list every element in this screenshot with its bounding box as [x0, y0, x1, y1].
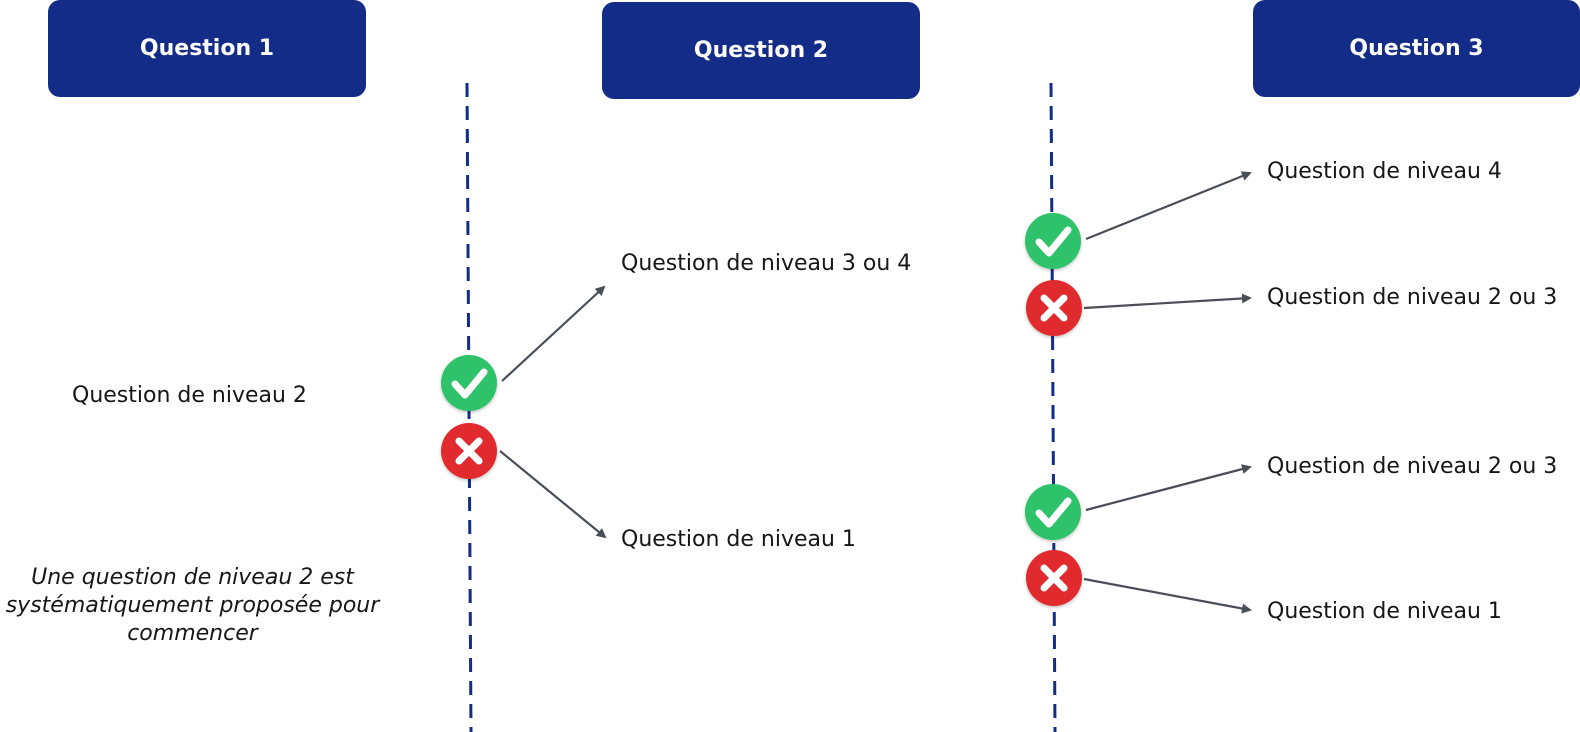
- arrow-q1-incorrect: [499, 450, 607, 539]
- outcome-label-q2-incorrect: Question de niveau 1: [621, 527, 856, 552]
- outcome-label-q3-upper-incorrect: Question de niveau 2 ou 3: [1267, 285, 1558, 310]
- start-question-label: Question de niveau 2: [72, 383, 307, 408]
- arrow-q1-correct: [501, 285, 606, 382]
- check-circle-icon: [1025, 213, 1081, 269]
- outcome-label-q2-correct: Question de niveau 3 ou 4: [621, 251, 912, 276]
- arrow-q2-lower-incorrect: [1083, 577, 1252, 614]
- check-circle-icon: [1025, 484, 1081, 540]
- column-header-label: Question 3: [1349, 36, 1484, 61]
- cross-circle-icon: [1026, 550, 1082, 606]
- column-divider-2: [1049, 82, 1057, 732]
- column-header-label: Question 2: [693, 38, 829, 63]
- cross-circle-icon: [1026, 280, 1082, 336]
- cross-circle-icon: [441, 423, 497, 479]
- column-header-question-2: Question 2: [602, 2, 920, 99]
- start-note: Une question de niveau 2 est systématiqu…: [5, 565, 380, 646]
- arrow-q2-lower-correct: [1085, 464, 1252, 512]
- arrow-q2-upper-correct: [1085, 171, 1252, 241]
- check-circle-icon: [441, 355, 497, 411]
- outcome-label-q3-lower-correct: Question de niveau 2 ou 3: [1267, 454, 1558, 479]
- column-header-label: Question 1: [139, 36, 275, 61]
- outcome-label-q3-upper-correct: Question de niveau 4: [1267, 159, 1502, 184]
- column-header-question-1: Question 1: [48, 0, 366, 97]
- arrow-q2-upper-incorrect: [1083, 293, 1252, 310]
- outcome-label-q3-lower-incorrect: Question de niveau 1: [1267, 599, 1502, 624]
- column-header-question-3: Question 3: [1253, 0, 1580, 97]
